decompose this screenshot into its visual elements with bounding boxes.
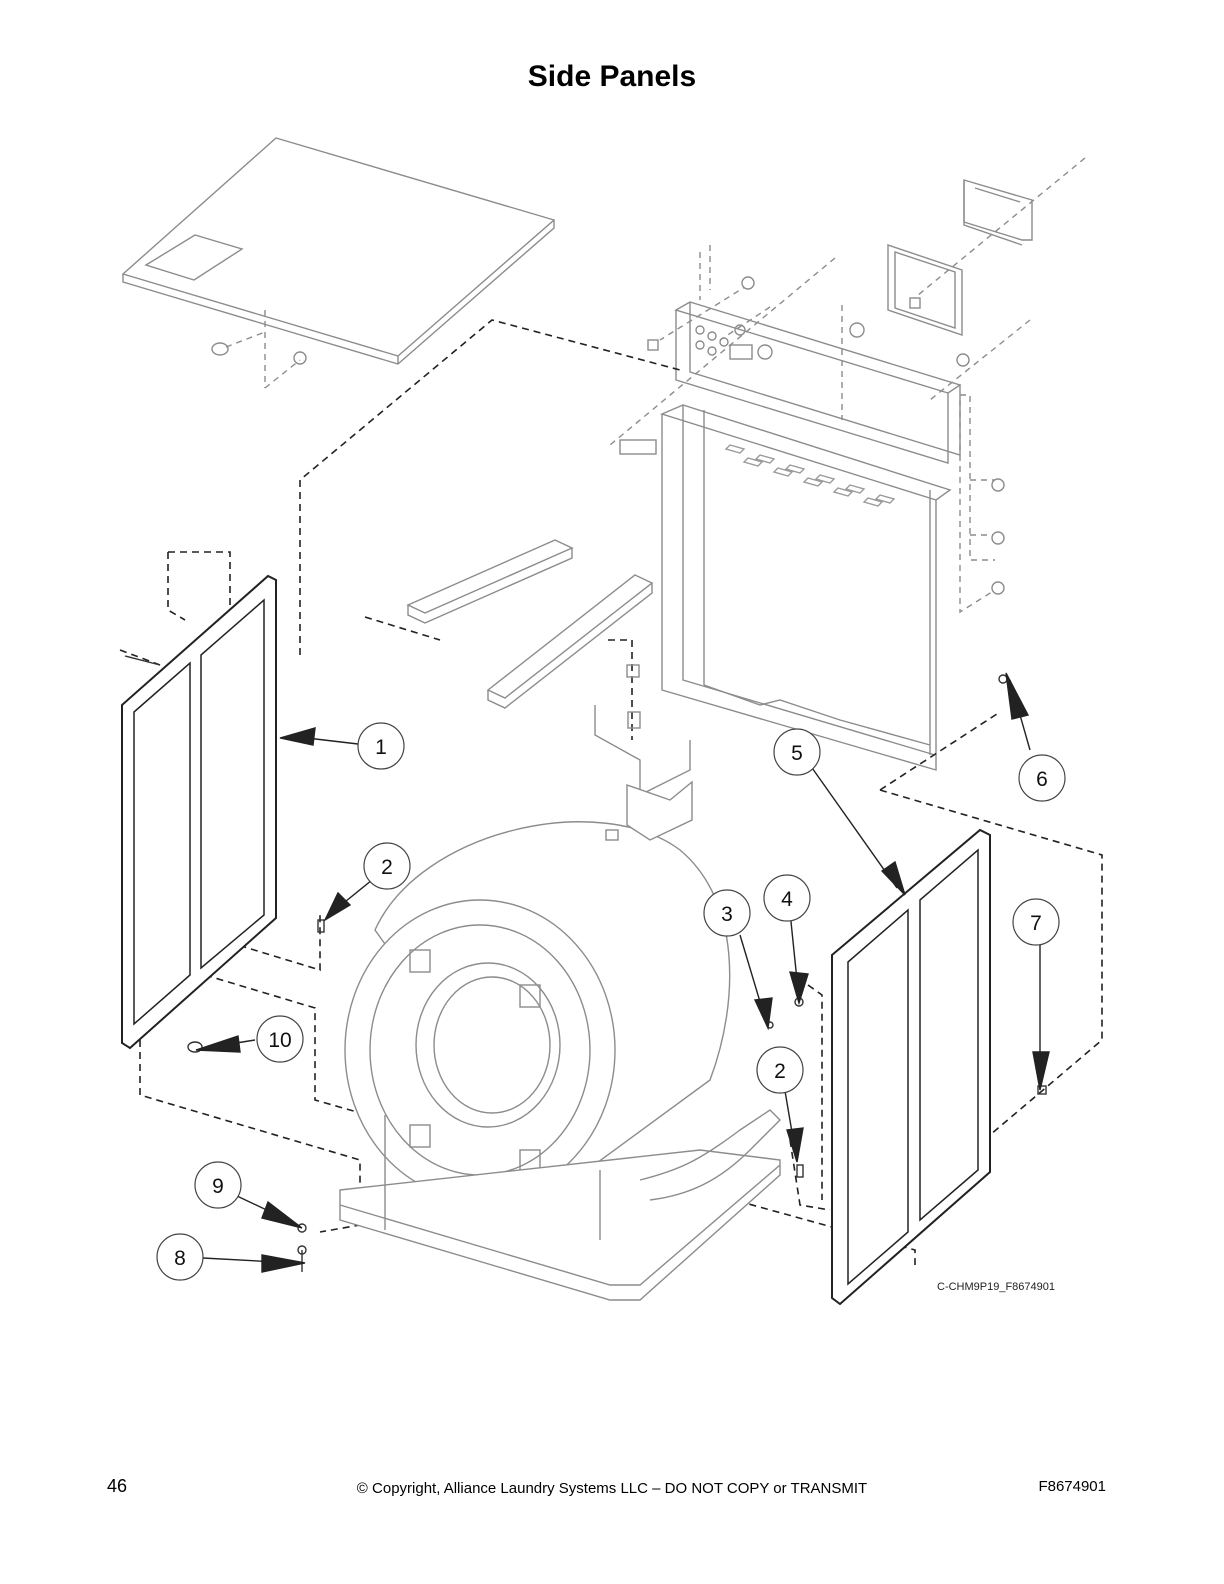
motor-bracket [594,664,693,841]
drum-assembly [339,821,781,1301]
copyright-notice: © Copyright, Alliance Laundry Systems LL… [356,1480,868,1497]
callout-4: 4 [763,874,811,922]
svg-text:8: 8 [174,1247,186,1270]
svg-text:6: 6 [1036,768,1048,791]
svg-text:2: 2 [774,1060,786,1083]
svg-text:2: 2 [381,856,393,879]
callout-bubbles: 1 2 3 4 5 6 7 2 [156,722,1066,1281]
hardware-leaders [609,157,1086,614]
callout-8: 8 [156,1233,204,1281]
access-frame [887,179,1033,336]
left-side-panel [121,574,277,1050]
callout-10: 10 [256,1015,304,1063]
svg-text:4: 4 [781,888,793,911]
svg-text:5: 5 [791,742,803,765]
callout-2-right: 2 [756,1046,804,1094]
drawing-id: C-CHM9P19_F8674901 [937,1281,1055,1293]
document-number: F8674901 [1038,1478,1106,1495]
callout-2-left: 2 [363,842,411,890]
assembly-dash-lines [119,319,1103,1265]
page-number: 46 [107,1476,128,1496]
callout-9: 9 [194,1161,242,1209]
callout-1: 1 [357,722,405,770]
svg-text:9: 9 [212,1175,224,1198]
base-rails [406,539,654,709]
rear-panel [659,404,952,771]
control-bracket [619,301,962,464]
page-title: Side Panels [527,60,697,93]
callout-5: 5 [773,728,821,776]
svg-text:7: 7 [1030,912,1042,935]
top-panel [121,137,556,389]
callout-6: 6 [1018,754,1066,802]
callout-3: 3 [703,889,751,937]
svg-text:1: 1 [375,736,387,759]
callout-leaders [195,672,1050,1273]
right-side-panel [831,828,991,1306]
svg-text:10: 10 [268,1029,291,1052]
callout-7: 7 [1012,898,1060,946]
svg-text:3: 3 [721,903,733,926]
